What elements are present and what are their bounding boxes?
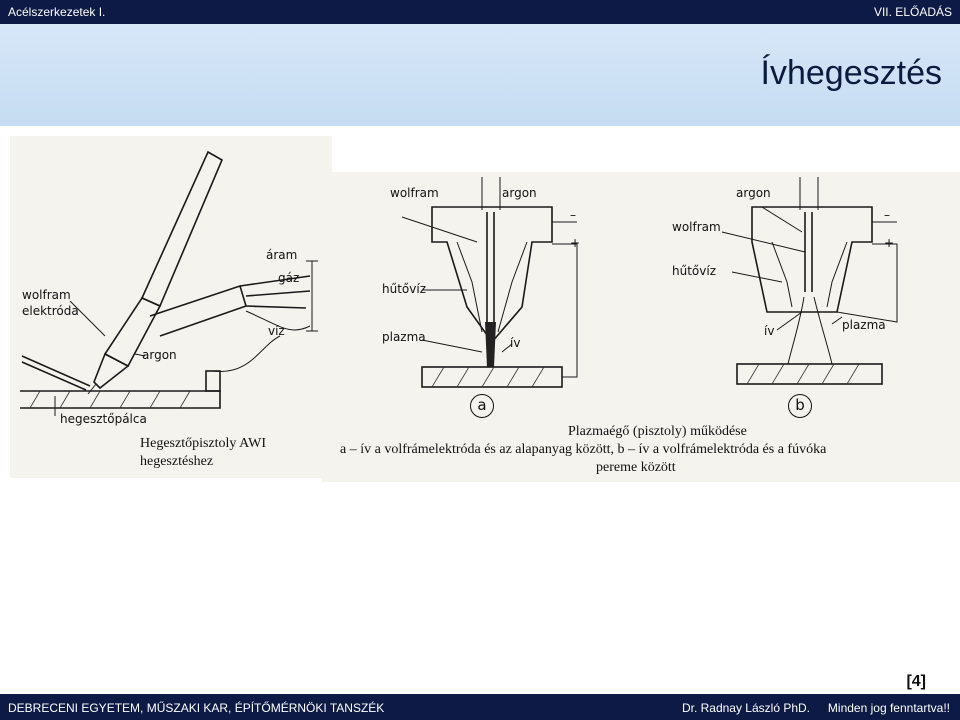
figure-awi-torch: áram gáz víz wolfram elektróda argon heg…	[10, 136, 332, 478]
title-band: Ívhegesztés	[0, 24, 960, 126]
b-label-wolfram: wolfram	[672, 220, 721, 234]
a-label-hutoviz: hűtővíz	[382, 282, 426, 296]
a-label-wolfram: wolfram	[390, 186, 439, 200]
label-viz: víz	[268, 324, 285, 338]
caption-left-line1: Hegesztőpisztoly AWI	[140, 436, 267, 451]
reference-marker: [4]	[906, 673, 926, 690]
plasma-torch-b	[721, 177, 898, 385]
label-elektroda: elektróda	[22, 304, 79, 318]
b-label-plus: +	[884, 236, 895, 250]
header-bar: Acélszerkezetek I. VII. ELŐADÁS	[0, 0, 960, 24]
b-label-hutoviz: hűtővíz	[672, 264, 716, 278]
a-label-minus: –	[570, 208, 576, 222]
b-label-argon: argon	[736, 186, 771, 200]
b-label-plazma: plazma	[842, 318, 886, 332]
plasma-torch-drawing	[401, 177, 898, 388]
b-label-iv: ív	[764, 324, 775, 338]
caption-right-line3: pereme között	[596, 460, 676, 475]
marker-b: b	[788, 394, 812, 418]
b-label-minus: –	[884, 208, 890, 222]
label-argon: argon	[142, 348, 177, 362]
caption-right-title: Plazmaégő (pisztoly) működése	[568, 424, 747, 439]
torch-cap	[140, 150, 224, 308]
filler-rod	[21, 355, 91, 387]
lecture-number: VII. ELŐADÁS	[873, 5, 952, 19]
label-wolfram: wolfram	[22, 288, 71, 302]
slide-title: Ívhegesztés	[760, 54, 942, 92]
awi-torch-drawing	[20, 150, 318, 416]
copyright-note: Minden jog fenntartva!!	[827, 701, 950, 715]
label-aram: áram	[266, 248, 298, 262]
marker-a: a	[470, 394, 494, 418]
footer-bar: DEBRECENI EGYETEM, MŰSZAKI KAR, ÉPÍTŐMÉR…	[0, 694, 960, 720]
author-name: Dr. Radnay László PhD.	[681, 701, 810, 715]
figure-plasma-torch: wolfram argon – + hűtővíz plazma ív a ar…	[322, 172, 960, 482]
label-gaz: gáz	[278, 271, 300, 285]
caption-left-line2: hegesztéshez	[140, 454, 214, 469]
plasma-torch-a	[401, 177, 578, 388]
a-label-iv: ív	[510, 336, 521, 350]
course-name: Acélszerkezetek I.	[8, 5, 106, 19]
a-label-plus: +	[570, 236, 581, 250]
caption-right-line2: a – ív a volfrámelektróda és az alapanya…	[340, 442, 827, 457]
a-label-plazma: plazma	[382, 330, 426, 344]
workpiece-plate	[20, 390, 221, 409]
a-label-argon: argon	[502, 186, 537, 200]
institution-name: DEBRECENI EGYETEM, MŰSZAKI KAR, ÉPÍTŐMÉR…	[8, 701, 385, 715]
torch-nozzle	[93, 352, 130, 390]
label-hegesztopalca: hegesztőpálca	[60, 412, 147, 426]
